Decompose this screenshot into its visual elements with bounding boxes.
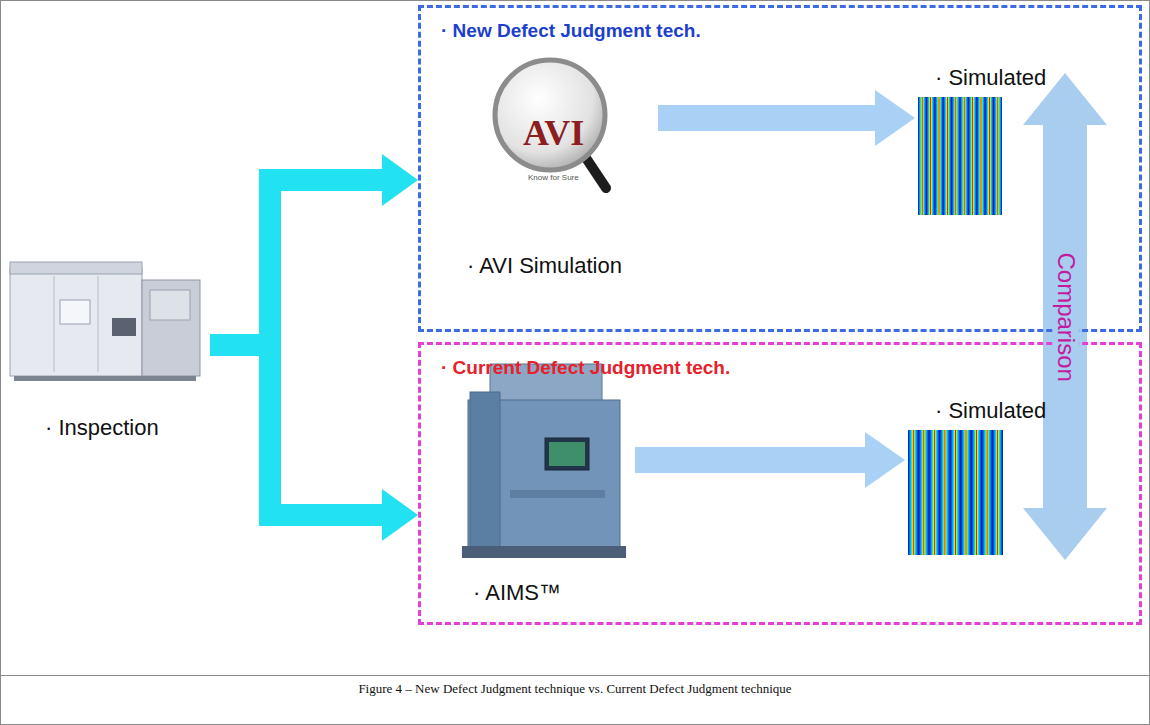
- simulated-image: · Simulated: [905, 398, 1052, 558]
- image-heading: · Simulated: [935, 398, 1046, 423]
- simulated-pattern: [918, 97, 1002, 215]
- logo-tagline: Know for Sure: [528, 173, 579, 182]
- group-title: · New Defect Judgment tech.: [441, 20, 701, 42]
- inspection-machine-art: [10, 262, 200, 381]
- simulated-image: · Simulated: [915, 65, 1052, 217]
- connector-arrow: [635, 432, 905, 488]
- connector-arrow: [658, 90, 915, 146]
- aims-machine-art: [462, 364, 626, 558]
- avi-logo-art: [495, 60, 606, 188]
- simulated-pattern: [908, 430, 1003, 555]
- group-title: · Current Defect Judgment tech.: [441, 357, 730, 379]
- logo-text: AVI: [523, 113, 584, 154]
- tool-label: · AVI Simulation: [467, 253, 622, 278]
- caption-rule: [0, 675, 1150, 676]
- connector-arrow: [210, 154, 418, 345]
- method-group-box: · New Defect Judgment tech. AVI Know for S…: [418, 5, 1142, 332]
- machine-label: · Inspection: [45, 415, 159, 440]
- connector-arrow: [210, 345, 418, 541]
- figure-caption: Figure 4 – New Defect Judgment technique…: [0, 681, 1150, 697]
- connector-arrow: [1023, 73, 1107, 560]
- image-heading: · Simulated: [935, 65, 1046, 90]
- avi-logo: AVI Know for Sure · AVI Simulation: [458, 55, 658, 290]
- inspection-machine: · Inspection: [5, 250, 210, 450]
- aims-machine: · AIMS™: [455, 375, 635, 615]
- method-group-box: · Current Defect Judgment tech. · AIMS™ · …: [418, 342, 1142, 625]
- tool-label: · AIMS™: [473, 580, 561, 605]
- edge-label: Comparison: [1053, 249, 1079, 386]
